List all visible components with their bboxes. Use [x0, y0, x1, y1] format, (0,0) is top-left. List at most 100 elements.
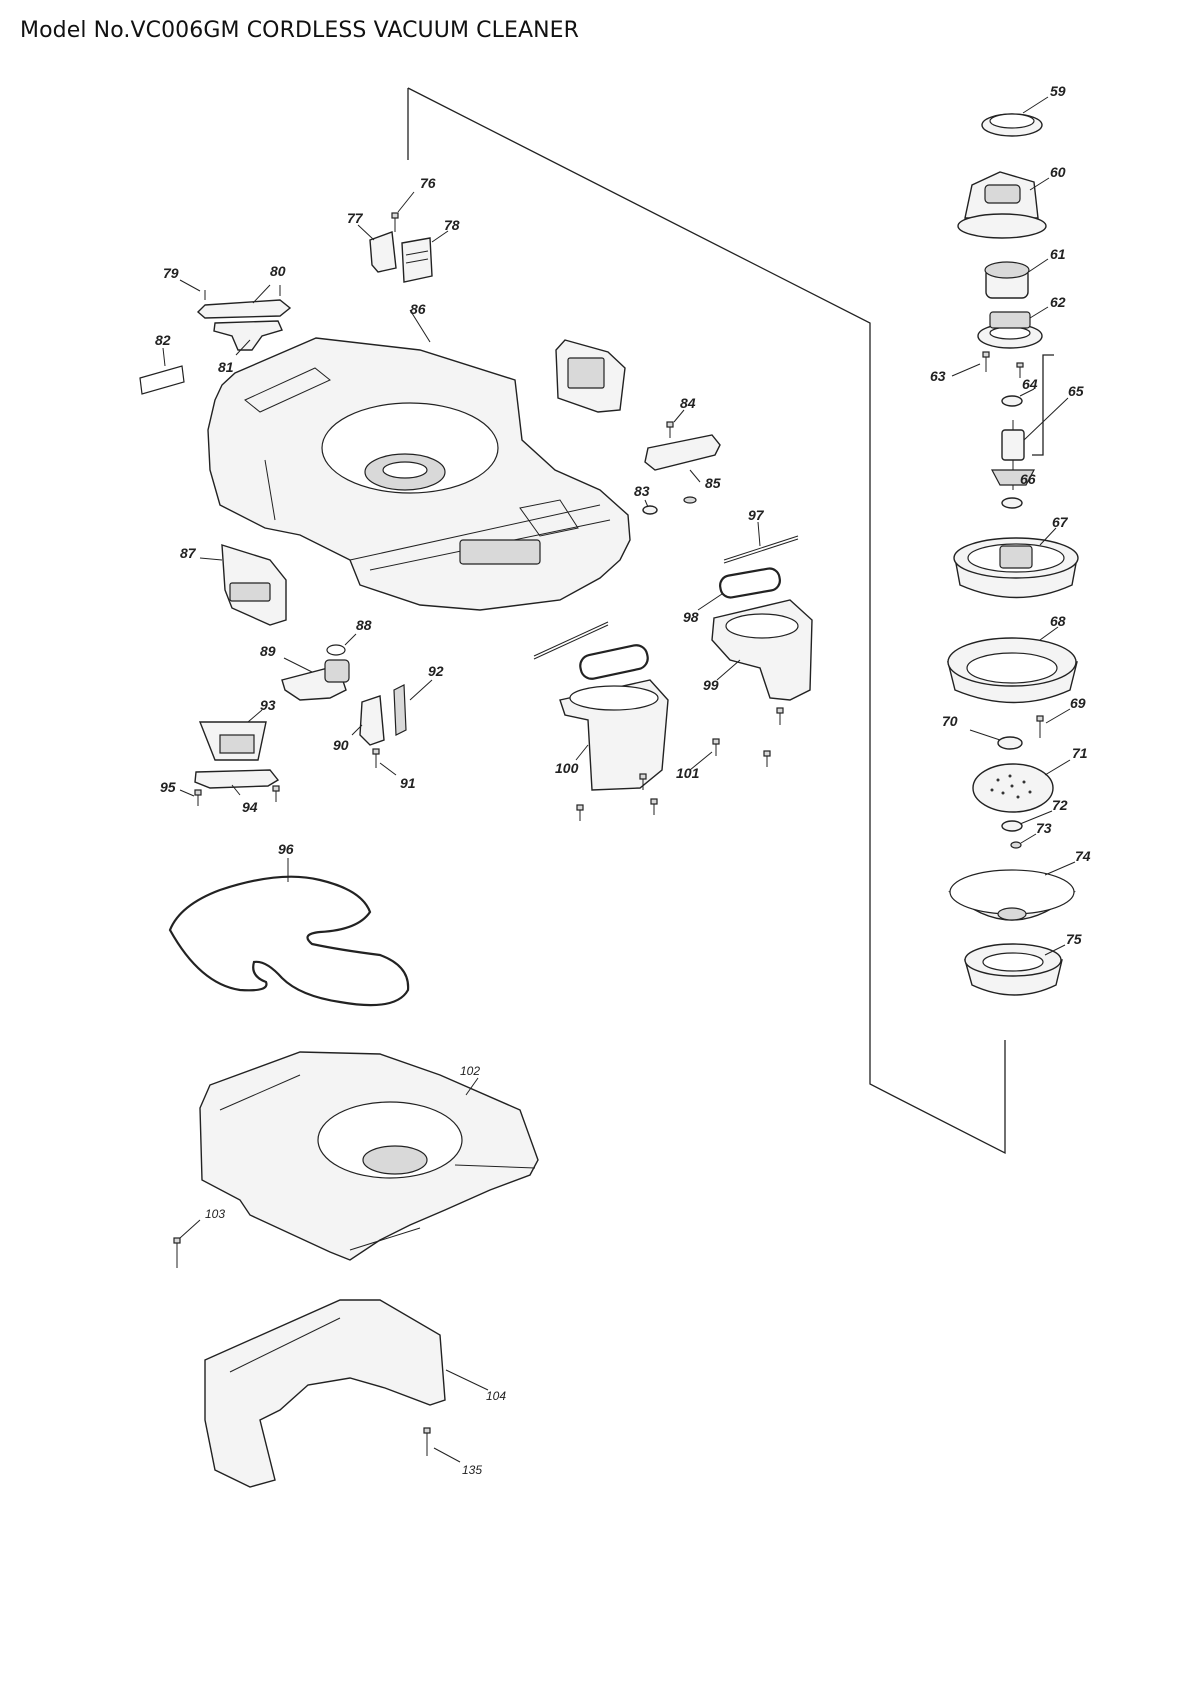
part-102-lower-housing	[199, 1051, 539, 1261]
part-89-valve	[281, 657, 350, 701]
part-77-latch	[357, 224, 397, 273]
part-63-screw	[951, 351, 990, 377]
part-71-filter-disc	[972, 759, 1071, 813]
part-103-screw	[173, 1219, 201, 1268]
label-78: 78	[444, 217, 460, 233]
label-62: 62	[1050, 294, 1066, 310]
label-93: 93	[260, 697, 276, 713]
label-91: 91	[400, 775, 416, 791]
label-84: 84	[680, 395, 696, 411]
part-74-cyclone-bowl	[948, 861, 1076, 921]
part-duct-wire	[533, 621, 609, 660]
part-95-screw	[179, 785, 280, 806]
label-69: 69	[1070, 695, 1086, 711]
label-80: 80	[270, 263, 286, 279]
label-79: 79	[163, 265, 179, 281]
label-101: 101	[676, 765, 700, 781]
part-93-filter-frame	[198, 709, 267, 761]
label-99: 99	[703, 677, 719, 693]
part-99-duct	[711, 599, 813, 701]
part-61-rotor	[984, 258, 1049, 299]
label-76: 76	[420, 175, 436, 191]
label-77: 77	[347, 210, 364, 226]
label-70: 70	[942, 713, 958, 729]
label-92: 92	[428, 663, 444, 679]
part-66-bearing	[1001, 497, 1023, 509]
label-94: 94	[242, 799, 258, 815]
label-85: 85	[705, 475, 721, 491]
label-104: 104	[486, 1389, 506, 1403]
label-63: 63	[930, 368, 946, 384]
label-100: 100	[555, 760, 579, 776]
label-68: 68	[1050, 613, 1066, 629]
part-90-latch	[351, 695, 385, 746]
part-104-cover	[204, 1299, 489, 1488]
label-96: 96	[278, 841, 294, 857]
part-69-screw	[1036, 708, 1071, 738]
part-84-screw	[666, 409, 685, 438]
label-73: 73	[1036, 820, 1052, 836]
label-71: 71	[1072, 745, 1088, 761]
part-73-nut	[1010, 833, 1037, 849]
label-82: 82	[155, 332, 171, 348]
label-86: 86	[410, 301, 426, 317]
part-88-o-ring	[326, 633, 357, 656]
part-85-bracket	[644, 434, 721, 483]
label-98: 98	[683, 609, 699, 625]
part-100-duct	[559, 679, 669, 791]
part-87-side-cover	[199, 544, 287, 626]
label-89: 89	[260, 643, 276, 659]
part-99-screw	[776, 707, 784, 725]
label-88: 88	[356, 617, 372, 633]
part-79-screw	[179, 279, 206, 300]
part-duct-gasket	[579, 644, 649, 680]
part-101-screws	[576, 738, 771, 821]
part-72-washer	[1001, 810, 1053, 832]
assembly-frame	[407, 87, 1054, 1155]
part-upper-side-panel	[555, 339, 626, 413]
part-60-motor-housing	[957, 171, 1050, 239]
page-title: Model No.VC006GM CORDLESS VACUUM CLEANER	[20, 18, 580, 43]
label-72: 72	[1052, 797, 1068, 813]
label-74: 74	[1075, 848, 1091, 864]
part-68-fan-cover	[947, 626, 1078, 704]
part-76-screw	[391, 191, 415, 232]
part-62-bearing-holder	[977, 306, 1049, 349]
label-64: 64	[1022, 376, 1038, 392]
label-67: 67	[1052, 514, 1069, 530]
label-90: 90	[333, 737, 349, 753]
label-83: 83	[634, 483, 650, 499]
part-81-clip	[213, 320, 283, 356]
part-92-latch-lever	[393, 679, 433, 736]
part-135-screw	[423, 1427, 461, 1463]
part-67-fan-housing	[953, 527, 1079, 599]
part-59-ring	[981, 96, 1049, 137]
part-98-gasket	[697, 567, 781, 611]
label-61: 61	[1050, 246, 1066, 262]
part-80-handle-bracket	[196, 284, 292, 319]
part-82-label	[139, 347, 185, 395]
part-83-cap	[642, 496, 697, 515]
label-75: 75	[1066, 931, 1082, 947]
label-60: 60	[1050, 164, 1066, 180]
label-66: 66	[1020, 471, 1036, 487]
label-97: 97	[748, 507, 765, 523]
part-78-latch-button	[401, 230, 449, 283]
part-86-upper-housing	[207, 309, 631, 611]
part-65-armature	[991, 397, 1069, 490]
label-102: 102	[460, 1064, 480, 1078]
label-95: 95	[160, 779, 176, 795]
part-94-handle	[194, 769, 280, 796]
label-87: 87	[180, 545, 197, 561]
label-59: 59	[1050, 83, 1066, 99]
label-103: 103	[205, 1207, 225, 1221]
part-91-screw	[372, 748, 397, 776]
part-96-seal	[168, 858, 410, 1007]
part-97-wire	[723, 521, 799, 564]
part-64-screw	[1016, 362, 1024, 378]
part-70-washer	[969, 729, 1023, 750]
label-135: 135	[462, 1463, 482, 1477]
part-64-bearing	[1001, 388, 1035, 407]
label-65: 65	[1068, 383, 1084, 399]
